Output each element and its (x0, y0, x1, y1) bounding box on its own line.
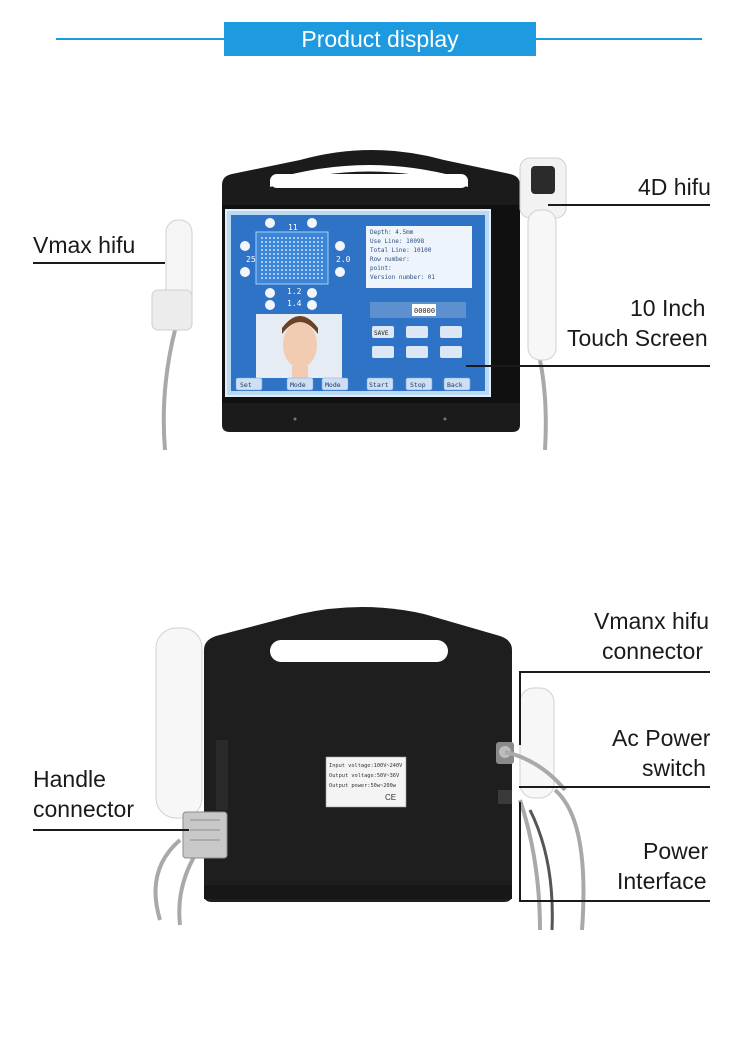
label-vmanx-connector-line-2: connector (602, 638, 704, 664)
screen-save-button: SAVE (374, 330, 389, 337)
back-left-handpiece (153, 627, 228, 926)
label-4d-hifu: 4D hifu (638, 174, 711, 200)
screen-button-stop: Stop (410, 381, 426, 389)
ce-mark: CE (385, 793, 396, 802)
screen-info-3: Total Line: 10100 (370, 247, 432, 254)
spec-label-line-3: Output power:50w~200w (329, 783, 397, 789)
label-ac-power-line-1: Ac Power (612, 725, 711, 751)
label-handle-connector-line-2: connector (33, 796, 135, 822)
label-vmax-hifu: Vmax hifu (33, 232, 136, 258)
screen-button-set: Set (240, 381, 252, 389)
screen-grid-right: 2.0 (336, 255, 351, 264)
back-device: Input voltage:100V~240V Output voltage:5… (204, 607, 514, 902)
spec-label-line-2: Output voltage:50V~36V (329, 773, 400, 779)
leader-vmanx-connector (519, 671, 710, 673)
screen-button-back: Back (447, 381, 463, 389)
vmax-handpiece (151, 219, 193, 451)
leader-4d-hifu (548, 204, 710, 206)
leader-power-interface-vertical (519, 802, 521, 900)
screen-button-start: Start (369, 381, 389, 389)
screen-button-mode-1: Mode (290, 381, 306, 389)
screen-info-1: Depth: 4.5mm (370, 229, 414, 236)
screen-info-6: Version number: 01 (370, 274, 435, 281)
screen-sub-value-1: 1.2 (287, 287, 302, 296)
page-title: Product display (224, 22, 536, 56)
back-right-handpiece (504, 687, 586, 931)
screen-grid-top: 11 (288, 223, 298, 232)
label-ac-power-line-2: switch (642, 755, 706, 781)
leader-handle-connector (33, 829, 189, 831)
leader-touch-screen (466, 365, 710, 367)
screen-sub-value-2: 1.4 (287, 299, 302, 308)
leader-ac-power (519, 786, 710, 788)
leader-vmanx-connector-vertical (519, 671, 521, 745)
label-power-interface-line-2: Interface (617, 868, 707, 894)
header-rule-left (56, 38, 224, 40)
label-touch-screen-line-1: 10 Inch (630, 295, 706, 321)
spec-label-line-1: Input voltage:100V~240V (329, 763, 403, 769)
screen-info-5: point: (370, 265, 392, 272)
label-handle-connector-line-1: Handle (33, 766, 106, 792)
label-power-interface-line-1: Power (643, 838, 709, 864)
screen-info-4: Row number: (370, 256, 410, 263)
label-touch-screen-line-2: Touch Screen (567, 325, 708, 351)
screen-grid-left: 25 (246, 255, 256, 264)
header-rule-right (536, 38, 702, 40)
screen-counter: 00000 (414, 307, 435, 315)
label-vmanx-connector-line-1: Vmanx hifu (594, 608, 710, 634)
hifu4d-handpiece (519, 157, 567, 451)
leader-vmax-hifu (33, 262, 165, 264)
leader-power-interface (519, 900, 710, 902)
screen-button-mode-2: Mode (325, 381, 341, 389)
front-device: 11 25 2.0 1.2 1.4 Depth: 4.5mm Use Line:… (222, 150, 520, 432)
screen-info-2: Use Line: 10098 (370, 238, 425, 245)
